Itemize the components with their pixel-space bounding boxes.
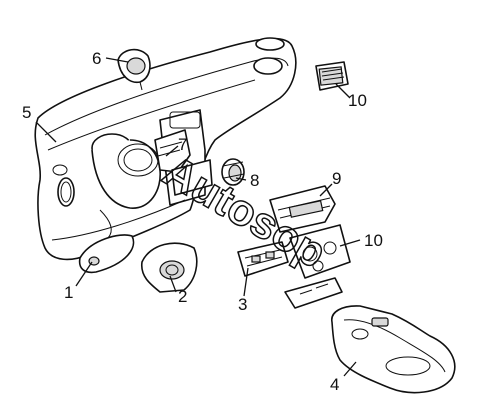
side-vent-part: [315, 61, 349, 91]
round-vent-part: [221, 158, 245, 186]
console-part: [331, 305, 456, 394]
callout-console: 4: [330, 375, 339, 394]
leader-lines: [35, 57, 361, 377]
callout-radio-unit: 9: [332, 169, 341, 188]
callout-dashboard: 5: [22, 103, 31, 122]
callout-knee-trim: 2: [178, 287, 187, 306]
switch-bracket-part: [237, 241, 289, 277]
callout-top-vent: 6: [92, 49, 101, 68]
callout-cluster-hood: 7: [178, 135, 187, 154]
callout-control-panel: 10: [364, 231, 383, 250]
callout-left-trim: 1: [64, 283, 73, 302]
radio-unit-part: [269, 185, 336, 233]
control-panel-part: [284, 224, 351, 309]
callout-round-vent: 8: [250, 171, 259, 190]
callout-switch-bracket: 3: [238, 295, 247, 314]
top-vent-part: [117, 48, 151, 91]
knee-trim-part: [140, 242, 198, 293]
callout-side-vent: 10: [348, 91, 367, 110]
